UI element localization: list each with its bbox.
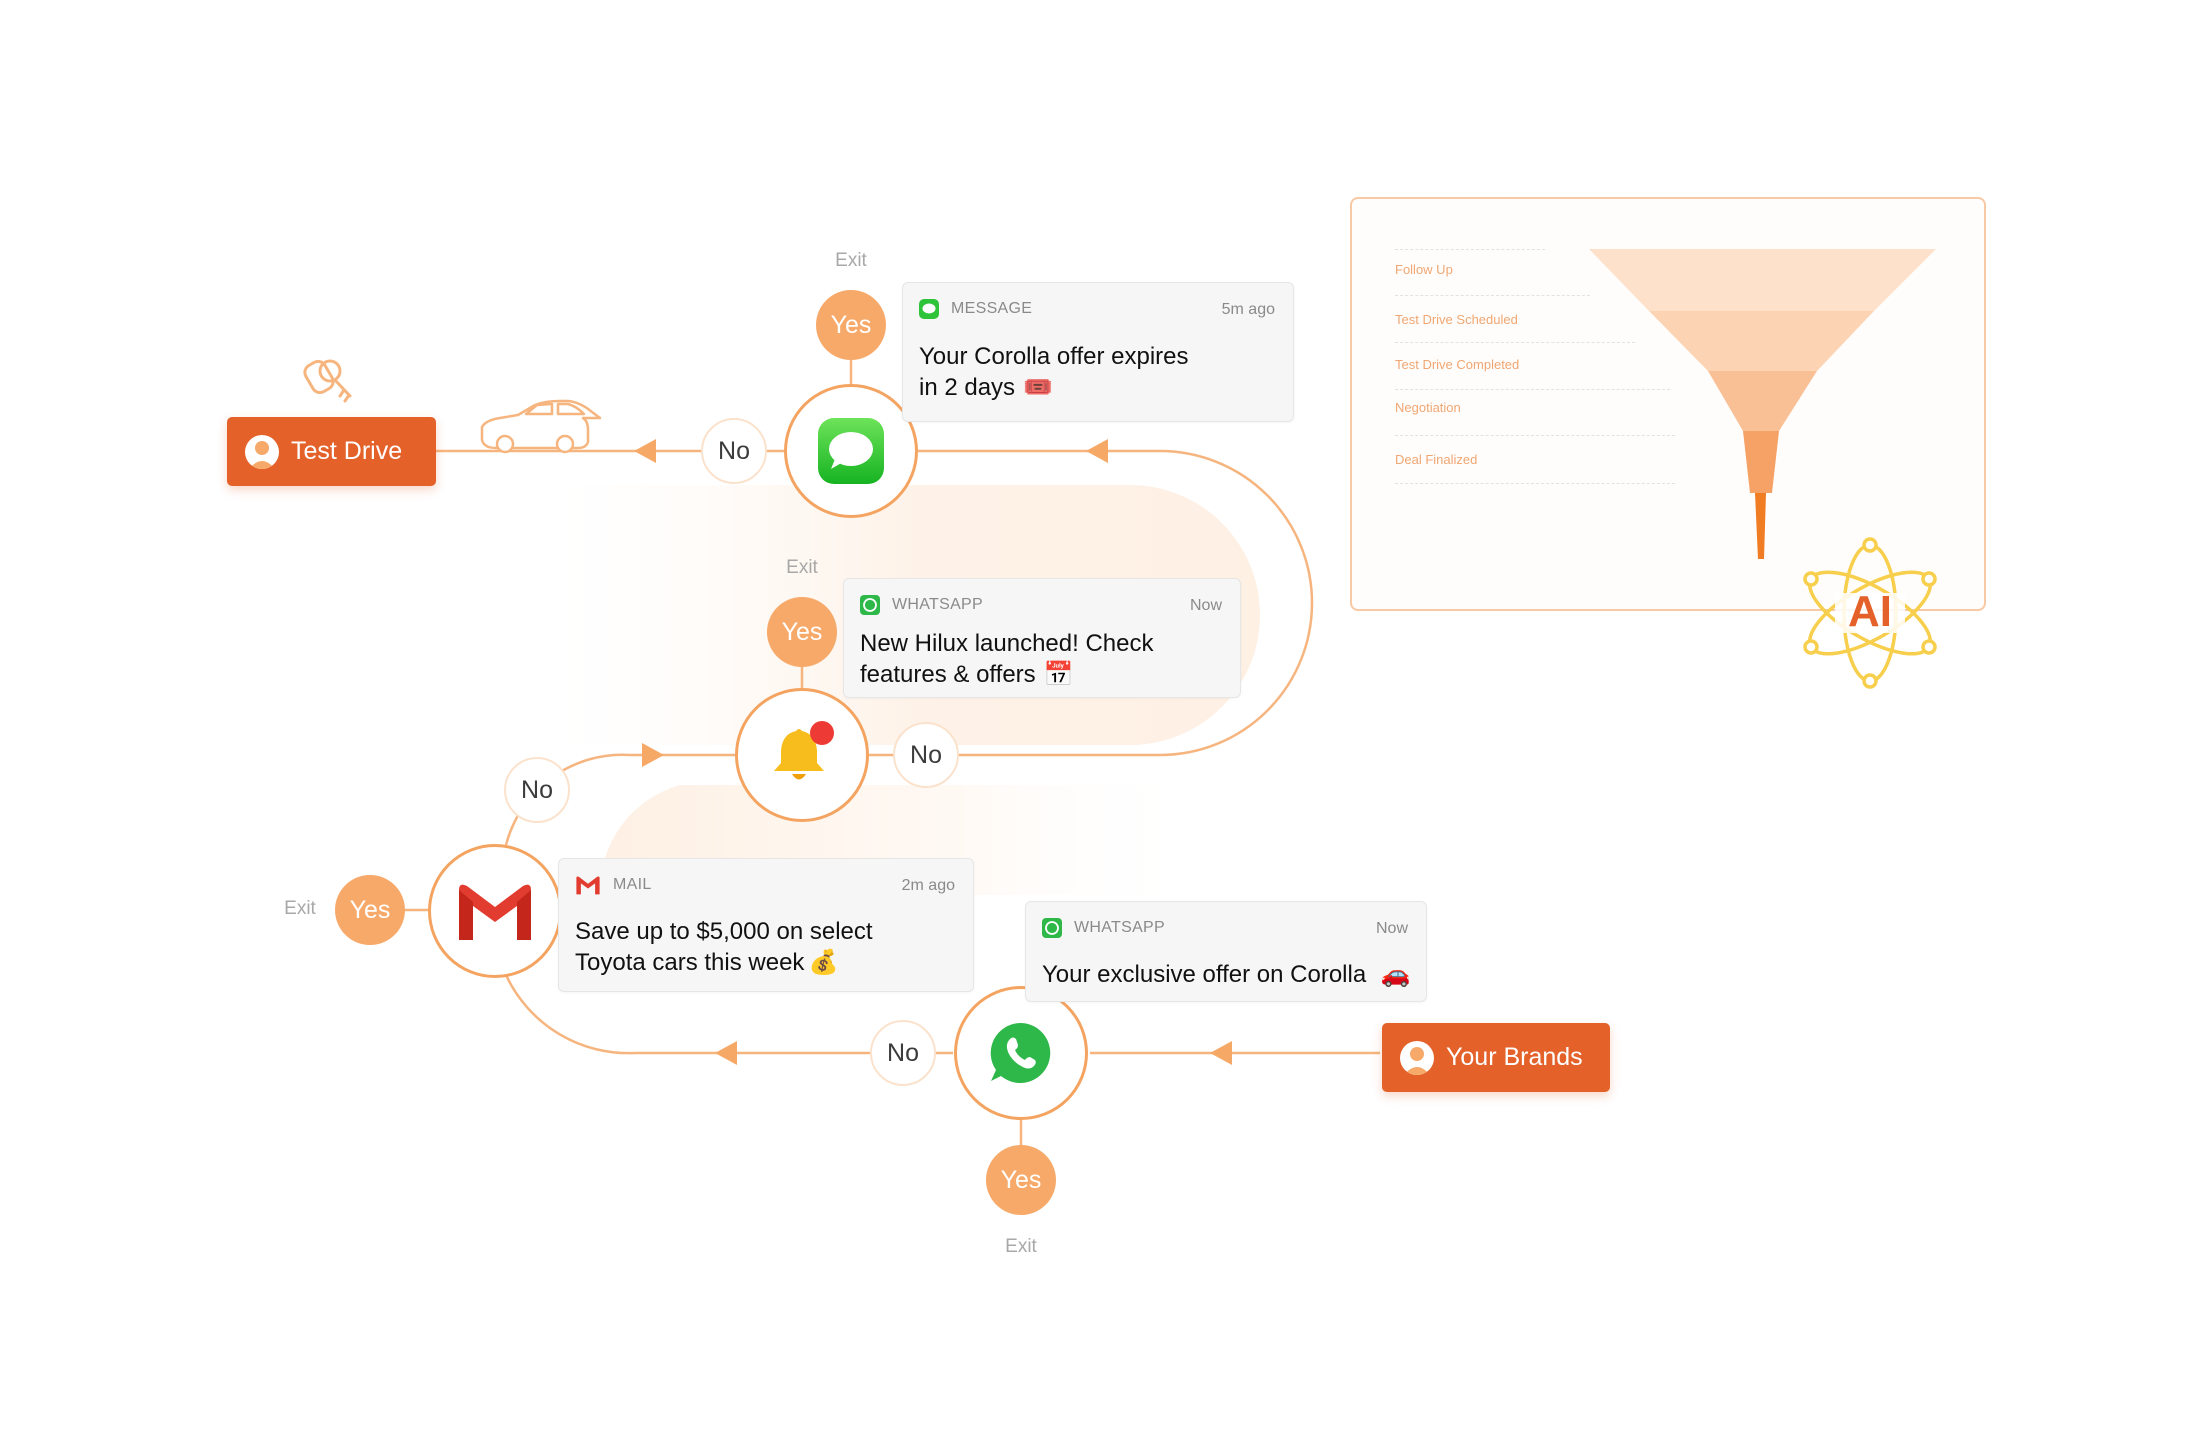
whatsapp-icon <box>860 595 880 615</box>
gmail-icon <box>459 884 531 940</box>
card-message: Your exclusive offer on Corolla 🚗 <box>1042 959 1411 990</box>
ai-label: AI <box>1848 587 1892 636</box>
exit-gmail: Exit <box>284 898 316 919</box>
card-time: 2m ago <box>901 877 955 894</box>
whatsapp-icon <box>1042 918 1062 938</box>
funnel-stage-3: Test Drive Completed <box>1395 357 1520 372</box>
funnel-tier-5 <box>1755 493 1766 559</box>
card-message: Your Corolla offer expires in 2 days 🎟️ <box>919 341 1188 403</box>
funnel-divider <box>1395 389 1670 390</box>
no-push[interactable]: No <box>893 722 959 788</box>
funnel-divider <box>1395 295 1590 296</box>
card-source: MAIL <box>613 876 652 893</box>
card-line2: Toyota cars this week <box>575 949 805 976</box>
calendar-emoji: 📅 <box>1043 661 1074 688</box>
ticket-emoji: 🎟️ <box>1023 374 1053 401</box>
no-sms[interactable]: No <box>701 418 767 484</box>
card-line1: Save up to $5,000 on select <box>575 918 873 945</box>
arrow-loop <box>1086 439 1108 463</box>
car-emoji: 🚗 <box>1380 961 1411 988</box>
funnel-divider <box>1395 342 1635 343</box>
funnel-graphic <box>1589 249 1936 559</box>
node-push-notification[interactable] <box>735 688 869 822</box>
card-message: New Hilux launched! Check features & off… <box>860 628 1153 690</box>
card-mail[interactable]: MAIL 2m ago Save up to $5,000 on select … <box>558 858 974 992</box>
funnel-divider <box>1395 249 1545 250</box>
funnel-stage-5: Deal Finalized <box>1395 452 1478 467</box>
edge-curve-to-gmail <box>504 974 636 1055</box>
exit-whatsapp: Exit <box>1005 1236 1037 1257</box>
money-bag-emoji: 💰 <box>808 949 839 976</box>
arrow-gmail-no <box>642 743 664 767</box>
no-whatsapp[interactable]: No <box>870 1020 936 1086</box>
no-gmail[interactable]: No <box>504 757 570 823</box>
person-avatar-icon <box>1400 1040 1434 1075</box>
arrow-entry <box>1210 1041 1232 1065</box>
funnel-tier-3 <box>1708 371 1817 431</box>
funnel-stage-4: Negotiation <box>1395 400 1461 415</box>
exit-push: Exit <box>786 557 818 578</box>
whatsapp-icon <box>990 1022 1051 1083</box>
card-whatsapp-hilux[interactable]: WHATSAPP Now New Hilux launched! Check f… <box>843 578 1241 698</box>
funnel-tier-2 <box>1649 311 1874 371</box>
funnel-tier-4 <box>1743 431 1779 493</box>
sales-funnel-panel: Follow Up Test Drive Scheduled Test Driv… <box>1350 197 1986 611</box>
node-sms-message[interactable] <box>784 384 918 518</box>
entry-tag-your-brands[interactable]: Your Brands <box>1382 1023 1610 1092</box>
funnel-divider <box>1395 435 1675 436</box>
card-line2: in 2 days <box>919 374 1016 401</box>
node-whatsapp[interactable] <box>954 986 1088 1120</box>
card-line1: New Hilux launched! Check <box>860 630 1154 657</box>
message-bubble-icon <box>818 418 884 484</box>
card-time: Now <box>1375 920 1408 937</box>
node-gmail[interactable] <box>428 844 562 978</box>
card-message: Save up to $5,000 on select Toyota cars … <box>575 916 873 978</box>
notification-bell-icon <box>774 721 834 780</box>
funnel-stage-1: Follow Up <box>1395 262 1453 277</box>
atom-icon <box>1803 537 1937 689</box>
gmail-icon <box>576 876 600 895</box>
entry-label: Your Brands <box>1446 1043 1583 1071</box>
arrow-whatsapp-no <box>715 1041 737 1065</box>
card-time: Now <box>1189 597 1222 614</box>
car-keys-icon <box>303 359 352 403</box>
card-source: MESSAGE <box>951 300 1033 317</box>
edge-loop-right <box>918 449 1314 757</box>
card-line1: Your Corolla offer expires <box>919 343 1189 370</box>
funnel-tier-1 <box>1589 249 1936 311</box>
card-whatsapp-corolla[interactable]: WHATSAPP Now Your exclusive offer on Cor… <box>1025 901 1427 1002</box>
yes-push[interactable]: Yes <box>767 597 837 667</box>
card-message-sms[interactable]: MESSAGE 5m ago Your Corolla offer expire… <box>902 282 1294 422</box>
exit-sms: Exit <box>835 250 867 271</box>
yes-whatsapp[interactable]: Yes <box>986 1145 1056 1215</box>
funnel-divider <box>1395 483 1675 484</box>
goal-label: Test Drive <box>291 437 403 465</box>
card-time: 5m ago <box>1221 301 1275 318</box>
yes-sms[interactable]: Yes <box>816 290 886 360</box>
message-bubble-icon <box>919 299 939 319</box>
funnel-stage-2: Test Drive Scheduled <box>1395 312 1518 327</box>
ai-badge: AI <box>1795 537 1945 689</box>
card-line1: Your exclusive offer on Corolla <box>1042 961 1367 988</box>
card-source: WHATSAPP <box>892 596 984 613</box>
card-source: WHATSAPP <box>1074 919 1166 936</box>
card-line2: features & offers <box>860 661 1036 688</box>
goal-tag-test-drive[interactable]: Test Drive <box>227 417 436 486</box>
person-avatar-icon <box>245 434 279 469</box>
yes-gmail[interactable]: Yes <box>335 875 405 945</box>
arrow-sms-no <box>634 439 656 463</box>
car-outline-icon <box>480 399 602 454</box>
